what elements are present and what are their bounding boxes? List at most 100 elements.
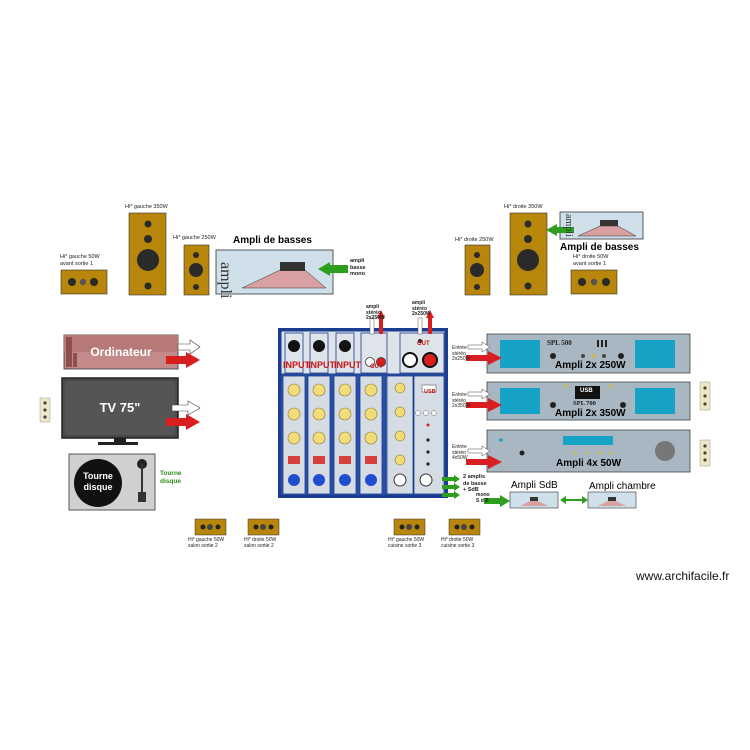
amp3-in-white (467, 445, 491, 457)
label-speaker-front-left-50: Hi* gauche 50W avant sortie 1 (60, 254, 100, 267)
bass-amp-right-title: Ampli de basses (560, 242, 639, 253)
label-bass-mono: ampli basse mono (350, 258, 366, 277)
speaker-cuisine-left (393, 518, 426, 536)
mixer-fader[interactable] (313, 456, 325, 464)
mixer-input-label-1: INPUT (283, 360, 310, 370)
mixer-input-socket[interactable] (313, 340, 325, 352)
label-speaker-left-350: Hi* gauche 350W (125, 204, 168, 210)
mixer-bass-out-label: 2 amplis de basse + SdB (463, 474, 487, 493)
amp3-in-label: Entrée stéréo 4x50W (452, 444, 468, 461)
label-speaker-cuisine-left: Hi* gauche 50W cuisine sortie 3 (388, 537, 425, 549)
mixer-usb-label: USB (424, 389, 436, 395)
turntable (68, 453, 156, 511)
speaker-left-250 (183, 244, 210, 296)
amp-4x50 (486, 429, 691, 473)
mixer-input-label-3: INPUT (334, 360, 361, 370)
amp1-title: Ampli 2x 250W (555, 360, 626, 371)
bass-amp-right-face: ampli (563, 214, 574, 237)
turntable-label: Tourne disque (160, 470, 182, 485)
label-speaker-right-350: Hi* droite 350W (504, 204, 543, 210)
mixer-blue-knob[interactable] (339, 474, 351, 486)
mixer-channel-strip (282, 332, 306, 495)
sub-chambre (587, 491, 637, 509)
speaker-left-350 (128, 212, 167, 296)
mixer-master-knob[interactable] (419, 473, 433, 487)
amp1-in-white (467, 341, 491, 353)
mixer-knob[interactable] (364, 383, 378, 397)
mixer-input-socket[interactable] (339, 340, 351, 352)
mixer-out-red-2 (426, 310, 434, 334)
mixer-mono-arrow (484, 495, 510, 507)
side-speaker-right-2 (699, 439, 711, 467)
label-speaker-left-250: Hi* gauche 250W (173, 235, 216, 241)
mixer-out-label-1: OUT (370, 364, 383, 370)
speaker-right-350 (509, 212, 548, 296)
amp1-in-red (466, 351, 502, 365)
amp-2x350 (486, 381, 691, 421)
mixer-knob[interactable] (287, 383, 301, 397)
amp2-in-label: Entrée stéréo 2x350W (452, 392, 471, 409)
mixer (278, 328, 448, 498)
mixer-knob[interactable] (312, 383, 326, 397)
mixer-out-white-2 (417, 317, 423, 335)
watermark: www.archifacile.fr (636, 569, 730, 583)
mixer-out-label-2: OUT (417, 341, 430, 347)
mixer-fader[interactable] (339, 456, 351, 464)
label-speaker-right-250: Hi* droite 250W (455, 237, 494, 243)
amp2-title: Ampli 2x 350W (555, 408, 626, 419)
tv (61, 377, 179, 445)
side-speaker-right-1 (699, 381, 711, 411)
mixer-blue-knob[interactable] (313, 474, 325, 486)
amp2-usb: USB (580, 388, 593, 394)
tv-out-arrow-white (171, 400, 201, 416)
mixer-out-white-1 (369, 317, 375, 335)
sub-chambre-label: Ampli chambre (589, 481, 656, 492)
turntable-disc-label: Tourne disque (83, 471, 113, 492)
mixer-stereo-out-b: ampli stéréo 2x250W (412, 300, 431, 317)
label-speaker-salon-left: Hi* gauche 50W salon sortie 2 (188, 537, 225, 549)
bass-amp-left-face: ampli (217, 262, 234, 299)
mixer-knob[interactable] (312, 407, 326, 421)
label-speaker-salon-right: Hi* droite 50W salon sortie 2 (244, 537, 277, 549)
mixer-stereo-out-a: ampli stéréo 2x250W (366, 304, 385, 321)
computer (63, 334, 179, 370)
computer-out-arrow-white (177, 339, 201, 355)
amp2-in-red (466, 398, 502, 412)
speaker-salon-left (194, 518, 227, 536)
speaker-salon-right (247, 518, 280, 536)
mixer-blue-knob[interactable] (365, 474, 377, 486)
mixer-knob[interactable] (312, 431, 326, 445)
mixer-knob[interactable] (338, 407, 352, 421)
bass-amp-right-arrow (546, 224, 574, 236)
amp2-in-white (467, 388, 491, 400)
mixer-knob[interactable] (364, 407, 378, 421)
mixer-fader[interactable] (365, 456, 377, 464)
mixer-input-label-2: INPUT (308, 360, 335, 370)
mixer-knob[interactable] (287, 407, 301, 421)
speaker-cuisine-right (448, 518, 481, 536)
tv-out-arrow-red (166, 414, 200, 430)
mixer-knob[interactable] (338, 383, 352, 397)
amp3-in-red (466, 455, 502, 469)
mixer-mono-label: mono S d B (476, 492, 490, 504)
amp-2x250 (486, 333, 691, 374)
computer-label: Ordinateur (90, 345, 152, 359)
sub-sdb-label: Ampli SdB (511, 480, 558, 491)
speaker-right-250 (464, 244, 491, 296)
amp1-badge: SPL 500 (547, 339, 572, 347)
mixer-fader[interactable] (288, 456, 300, 464)
bass-amp-left-title: Ampli de basses (233, 235, 312, 246)
mixer-knob[interactable] (364, 431, 378, 445)
mixer-knob[interactable] (287, 431, 301, 445)
mixer-knob[interactable] (338, 431, 352, 445)
side-speaker-left (39, 397, 51, 423)
sub-link-arrow (560, 496, 588, 504)
mixer-channel-strip (307, 332, 331, 495)
sub-sdb (509, 491, 559, 509)
amp1-in-label: Entrée stéréo 2x250W (452, 345, 471, 362)
mixer-input-socket[interactable] (288, 340, 300, 352)
amp2-badge: SPL 700 (573, 400, 596, 407)
mixer-blue-knob[interactable] (288, 474, 300, 486)
amp3-title: Ampli 4x 50W (556, 458, 622, 469)
